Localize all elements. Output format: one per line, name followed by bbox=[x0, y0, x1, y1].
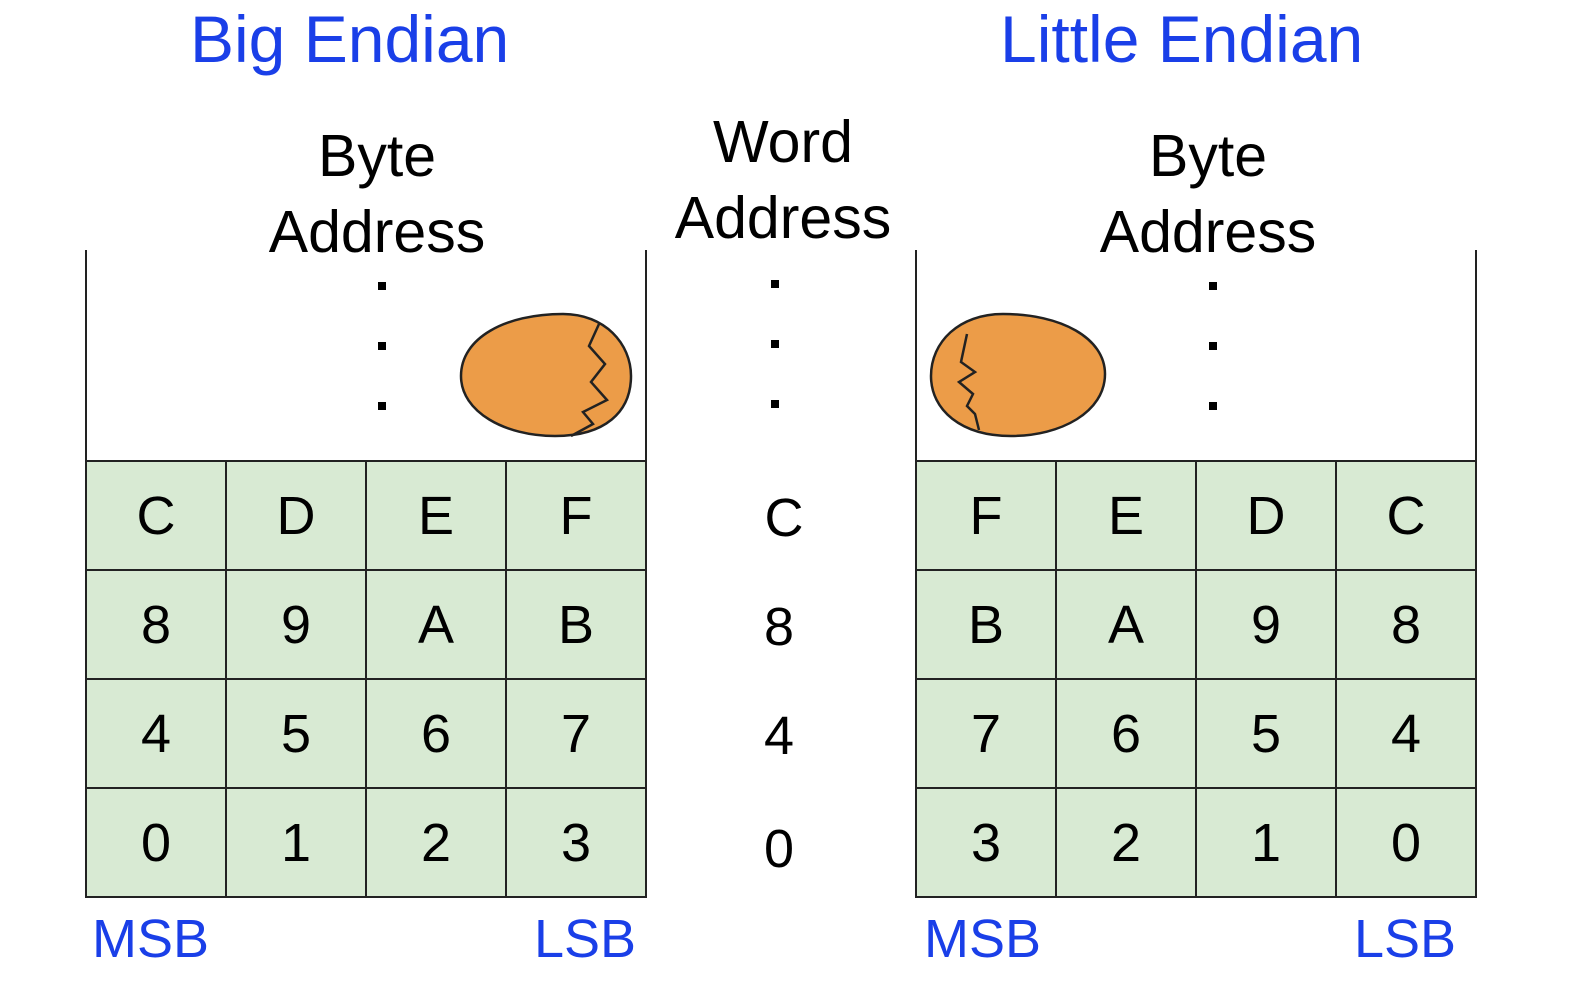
big-endian-byte-address-line1: Byte bbox=[317, 123, 437, 189]
little-endian-lsb-label: LSB bbox=[1354, 909, 1457, 969]
memory-cell: A bbox=[1057, 571, 1197, 680]
word-address-ellipsis bbox=[771, 280, 779, 460]
memory-cell: E bbox=[367, 462, 507, 571]
memory-cell: 6 bbox=[1057, 680, 1197, 789]
memory-cell: 5 bbox=[1197, 680, 1337, 789]
memory-cell: 1 bbox=[1197, 789, 1337, 898]
memory-cell: 8 bbox=[87, 571, 227, 680]
memory-cell: 4 bbox=[87, 680, 227, 789]
word-address-line2: Address bbox=[674, 185, 892, 251]
memory-cell: E bbox=[1057, 462, 1197, 571]
memory-cell: 0 bbox=[1337, 789, 1477, 898]
big-endian-left-wall bbox=[85, 250, 87, 462]
memory-cell: A bbox=[367, 571, 507, 680]
memory-cell: 8 bbox=[1337, 571, 1477, 680]
memory-cell: 9 bbox=[227, 571, 367, 680]
little-endian-byte-address-line2: Address bbox=[1099, 199, 1317, 265]
memory-cell: C bbox=[1337, 462, 1477, 571]
little-endian-byte-address-heading: Byte Address bbox=[1058, 118, 1358, 270]
little-endian-title: Little Endian bbox=[1000, 2, 1364, 76]
big-endian-msb-label: MSB bbox=[92, 909, 210, 969]
little-endian-ellipsis bbox=[1209, 282, 1217, 462]
little-endian-byte-address-line1: Byte bbox=[1148, 123, 1268, 189]
little-endian-right-wall bbox=[1475, 250, 1477, 462]
cracked-egg-icon-big-end bbox=[459, 312, 633, 438]
memory-cell: F bbox=[507, 462, 647, 571]
memory-cell: C bbox=[87, 462, 227, 571]
little-endian-left-wall bbox=[915, 250, 917, 462]
memory-cell: 5 bbox=[227, 680, 367, 789]
big-endian-byte-address-heading: Byte Address bbox=[227, 118, 527, 270]
word-address-value: 4 bbox=[763, 706, 795, 766]
little-endian-msb-label: MSB bbox=[924, 909, 1042, 969]
memory-cell: 3 bbox=[507, 789, 647, 898]
big-endian-lsb-label: LSB bbox=[534, 909, 637, 969]
memory-cell: 7 bbox=[507, 680, 647, 789]
memory-cell: 2 bbox=[1057, 789, 1197, 898]
big-endian-right-wall bbox=[645, 250, 647, 462]
memory-cell: 6 bbox=[367, 680, 507, 789]
little-endian-memory-grid: F E D C B A 9 8 7 6 5 4 3 2 1 0 bbox=[915, 460, 1477, 898]
memory-cell: 2 bbox=[367, 789, 507, 898]
word-address-value: C bbox=[764, 488, 804, 548]
memory-cell: D bbox=[227, 462, 367, 571]
memory-cell: 7 bbox=[917, 680, 1057, 789]
memory-cell: 4 bbox=[1337, 680, 1477, 789]
big-endian-title: Big Endian bbox=[190, 2, 510, 76]
cracked-egg-icon-little-end bbox=[929, 312, 1107, 438]
memory-cell: D bbox=[1197, 462, 1337, 571]
word-address-line1: Word bbox=[713, 109, 853, 175]
memory-cell: 0 bbox=[87, 789, 227, 898]
big-endian-memory-grid: C D E F 8 9 A B 4 5 6 7 0 1 2 3 bbox=[85, 460, 647, 898]
big-endian-ellipsis bbox=[378, 282, 386, 462]
memory-cell: B bbox=[917, 571, 1057, 680]
memory-cell: 1 bbox=[227, 789, 367, 898]
word-address-value: 8 bbox=[763, 597, 795, 657]
memory-cell: F bbox=[917, 462, 1057, 571]
memory-cell: 9 bbox=[1197, 571, 1337, 680]
word-address-value: 0 bbox=[763, 819, 795, 879]
word-address-heading: Word Address bbox=[633, 104, 933, 256]
big-endian-byte-address-line2: Address bbox=[268, 199, 486, 265]
memory-cell: 3 bbox=[917, 789, 1057, 898]
memory-cell: B bbox=[507, 571, 647, 680]
